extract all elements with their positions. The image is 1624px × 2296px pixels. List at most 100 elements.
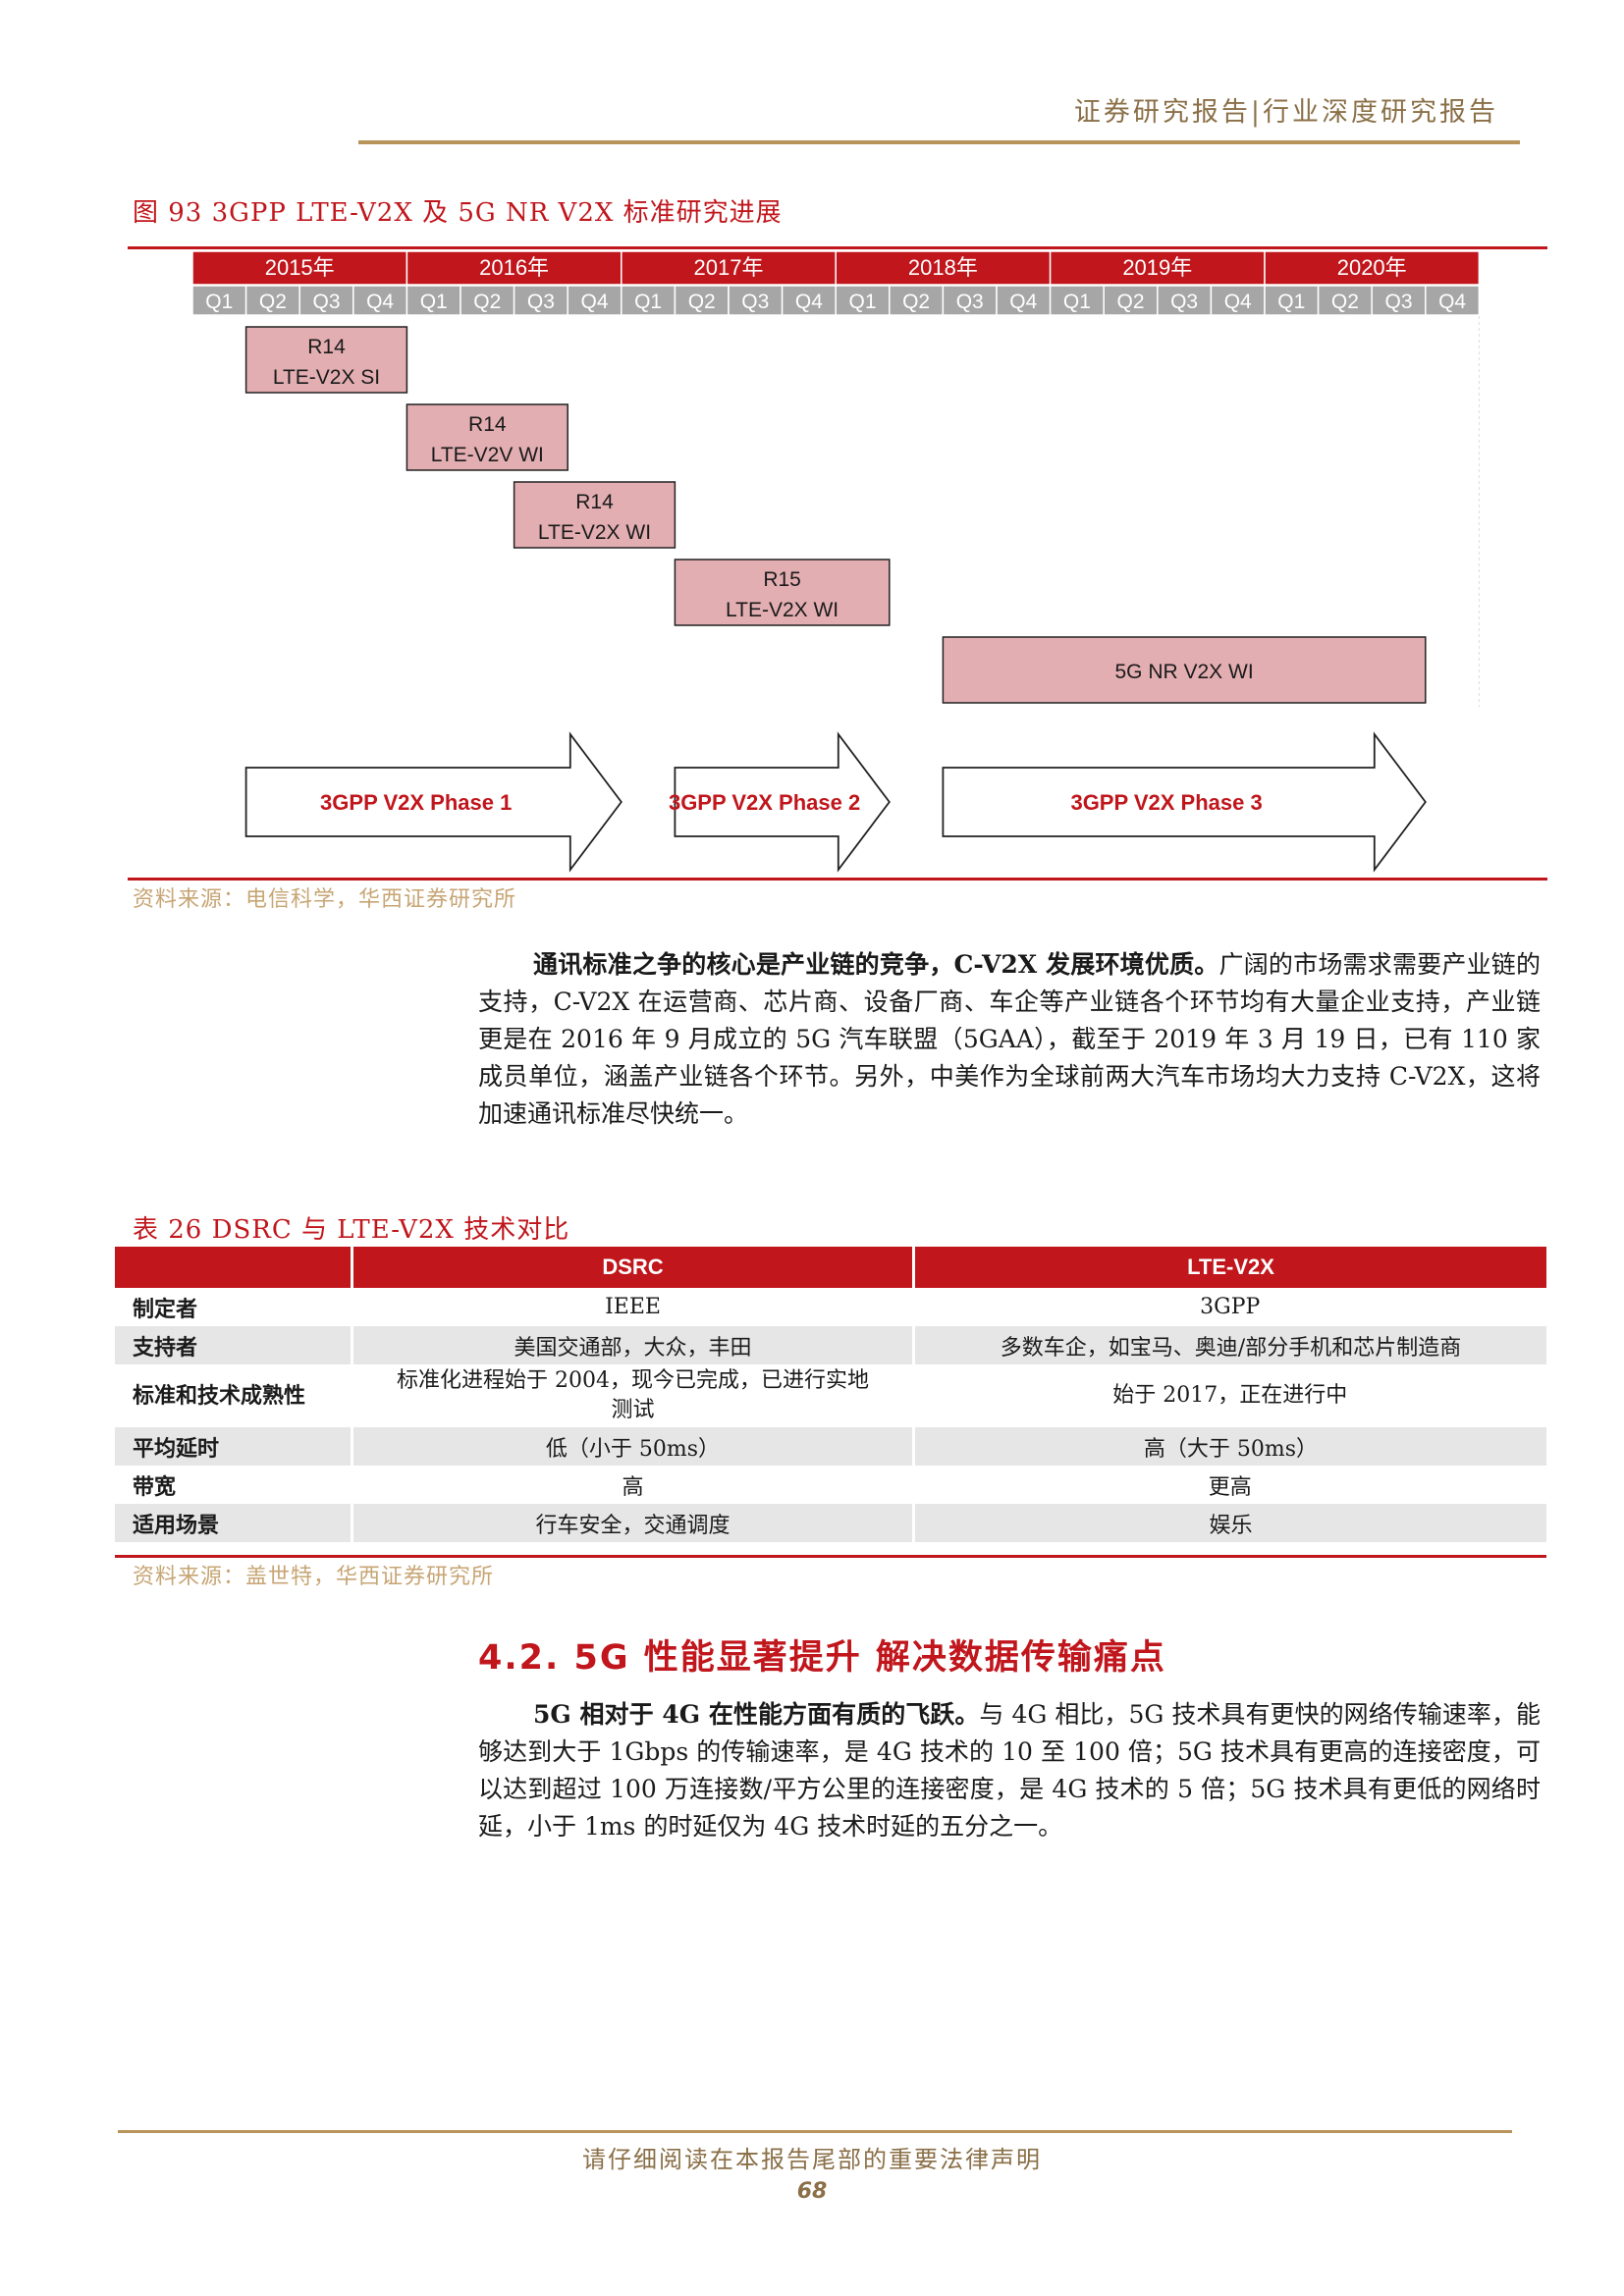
task-name-label: LTE-V2V WI xyxy=(431,444,544,466)
paragraph-body: 与 4G 相比，5G 技术具有更快的网络传输速率，能够达到大于 1Gbps 的传… xyxy=(478,1700,1541,1841)
year-label: 2019年 xyxy=(1122,255,1192,280)
table-row: 适用场景 行车安全，交通调度 娱乐 xyxy=(115,1504,1546,1542)
year-cell xyxy=(835,250,1052,286)
footer-legal-note: 请仔细阅读在本报告尾部的重要法律声明 xyxy=(582,2146,1042,2173)
quarter-label: Q3 xyxy=(741,291,769,313)
phase-label: 3GPP V2X Phase 2 xyxy=(669,790,860,815)
quarter-cell xyxy=(889,285,945,316)
task-release-label: R14 xyxy=(468,413,507,436)
quarter-cell xyxy=(835,285,891,316)
task-bar xyxy=(942,636,1427,704)
task-release-label: R14 xyxy=(307,336,346,358)
task-name-label: LTE-V2X WI xyxy=(538,521,651,544)
quarter-cell xyxy=(728,285,784,316)
paragraph-lead: 5G 相对于 4G 在性能方面有质的飞跃。 xyxy=(533,1700,980,1729)
quarter-label: Q3 xyxy=(956,291,984,313)
row-label: 支持者 xyxy=(115,1326,352,1364)
report-header-title: 证券研究报告|行业深度研究报告 xyxy=(1073,97,1498,128)
table-header-cell: DSRC xyxy=(351,1247,914,1288)
quarter-label: Q1 xyxy=(205,291,233,313)
figure-top-rule xyxy=(128,246,1547,249)
quarter-cell xyxy=(621,285,677,316)
table-row: 带宽 高 更高 xyxy=(115,1466,1546,1504)
quarter-cell xyxy=(674,285,730,316)
year-cell xyxy=(406,250,623,286)
row-label: 制定者 xyxy=(133,1296,198,1322)
task-bar xyxy=(513,481,677,549)
quarter-label: Q4 xyxy=(1224,291,1252,313)
quarter-label: Q2 xyxy=(1331,291,1359,313)
quarter-label: Q1 xyxy=(1277,291,1305,313)
quarter-label: Q2 xyxy=(473,291,501,313)
quarter-cell xyxy=(781,285,837,316)
quarter-cell xyxy=(1157,285,1213,316)
table-source: 资料来源：盖世特，华西证券研究所 xyxy=(133,1565,495,1589)
year-cell xyxy=(1049,250,1266,286)
quarter-cell xyxy=(352,285,408,316)
quarter-label: Q4 xyxy=(366,291,394,313)
table-row: 标准和技术成熟性 标准化进程始于 2004，现今已完成，已进行实地测试 始于 2… xyxy=(115,1364,1546,1427)
row-label: 标准和技术成熟性 xyxy=(133,1383,306,1409)
year-label: 2016年 xyxy=(479,255,549,280)
year-label: 2018年 xyxy=(908,255,978,280)
table-cell: 娱乐 xyxy=(912,1504,1546,1542)
phase-arrow xyxy=(244,731,623,873)
quarter-label: Q4 xyxy=(1009,291,1037,313)
quarter-label: Q3 xyxy=(527,291,555,313)
page-number: 68 xyxy=(796,2179,828,2204)
quarter-cell xyxy=(406,285,461,316)
phase-label: 3GPP V2X Phase 1 xyxy=(320,790,512,815)
table-caption: 表 26 DSRC 与 LTE-V2X 技术对比 xyxy=(133,1215,570,1245)
quarter-label: Q4 xyxy=(1438,291,1466,313)
quarter-label: Q1 xyxy=(634,291,662,313)
table-cell: 多数车企，如宝马、奥迪/部分手机和芯片制造商 xyxy=(912,1326,1546,1364)
table-bottom-rule xyxy=(115,1555,1546,1558)
table-cell: IEEE xyxy=(605,1295,661,1319)
task-bar xyxy=(406,403,568,471)
quarter-label: Q2 xyxy=(688,291,716,313)
task-name-label: 5G NR V2X WI xyxy=(1114,661,1253,683)
table-header-cell xyxy=(115,1247,352,1288)
phase-label: 3GPP V2X Phase 3 xyxy=(1070,790,1262,815)
table-cell: 高（大于 50ms） xyxy=(912,1427,1546,1466)
footer-divider xyxy=(118,2130,1512,2133)
task-bar xyxy=(244,326,408,394)
table-cell: 3GPP xyxy=(1200,1295,1261,1319)
paragraph-lead: 通讯标准之争的核心是产业链的竞争，C-V2X 发展环境优质。 xyxy=(533,950,1219,979)
table-header-row: DSRC LTE-V2X xyxy=(115,1247,1546,1288)
quarter-cell xyxy=(1210,285,1266,316)
quarter-label: Q1 xyxy=(1063,291,1091,313)
figure-bottom-rule xyxy=(128,878,1547,881)
quarter-cell xyxy=(996,285,1052,316)
table-cell: 更高 xyxy=(1208,1474,1252,1500)
quarter-cell xyxy=(1049,285,1105,316)
row-label: 带宽 xyxy=(133,1473,177,1500)
table-cell: 高 xyxy=(622,1474,644,1500)
row-label: 适用场景 xyxy=(115,1504,352,1542)
paragraph-c-v2x: 通讯标准之争的核心是产业链的竞争，C-V2X 发展环境优质。广阔的市场需求需要产… xyxy=(478,946,1541,1133)
quarter-cell xyxy=(1264,285,1320,316)
table-cell: 标准化进程始于 2004，现今已完成，已进行实地测试 xyxy=(397,1368,869,1422)
figure-source: 资料来源：电信科学，华西证券研究所 xyxy=(133,887,517,912)
quarter-label: Q1 xyxy=(848,291,876,313)
quarter-cell xyxy=(1103,285,1159,316)
year-label: 2020年 xyxy=(1337,255,1407,280)
header-divider xyxy=(358,140,1520,144)
task-name-label: LTE-V2X SI xyxy=(273,366,380,389)
year-cell xyxy=(1264,250,1481,286)
quarter-cell xyxy=(191,285,247,316)
task-release-label: R15 xyxy=(763,568,801,591)
section-heading: 4.2. 5G 性能显著提升 解决数据传输痛点 xyxy=(478,1638,1166,1678)
task-bar xyxy=(674,559,891,626)
quarter-cell xyxy=(1317,285,1373,316)
phase-arrow xyxy=(674,731,891,873)
quarter-label: Q1 xyxy=(420,291,448,313)
table-cell: 始于 2017，正在进行中 xyxy=(1112,1383,1348,1408)
task-name-label: LTE-V2X WI xyxy=(726,599,839,621)
table-row: 制定者 IEEE 3GPP xyxy=(115,1288,1546,1326)
table-row: 支持者 美国交通部，大众，丰田 多数车企，如宝马、奥迪/部分手机和芯片制造商 xyxy=(115,1326,1546,1364)
quarter-cell xyxy=(567,285,623,316)
quarter-label: Q3 xyxy=(312,291,340,313)
quarter-cell xyxy=(1425,285,1481,316)
paragraph-body: 广阔的市场需求需要产业链的支持，C-V2X 在运营商、芯片商、设备厂商、车企等产… xyxy=(478,950,1541,1128)
